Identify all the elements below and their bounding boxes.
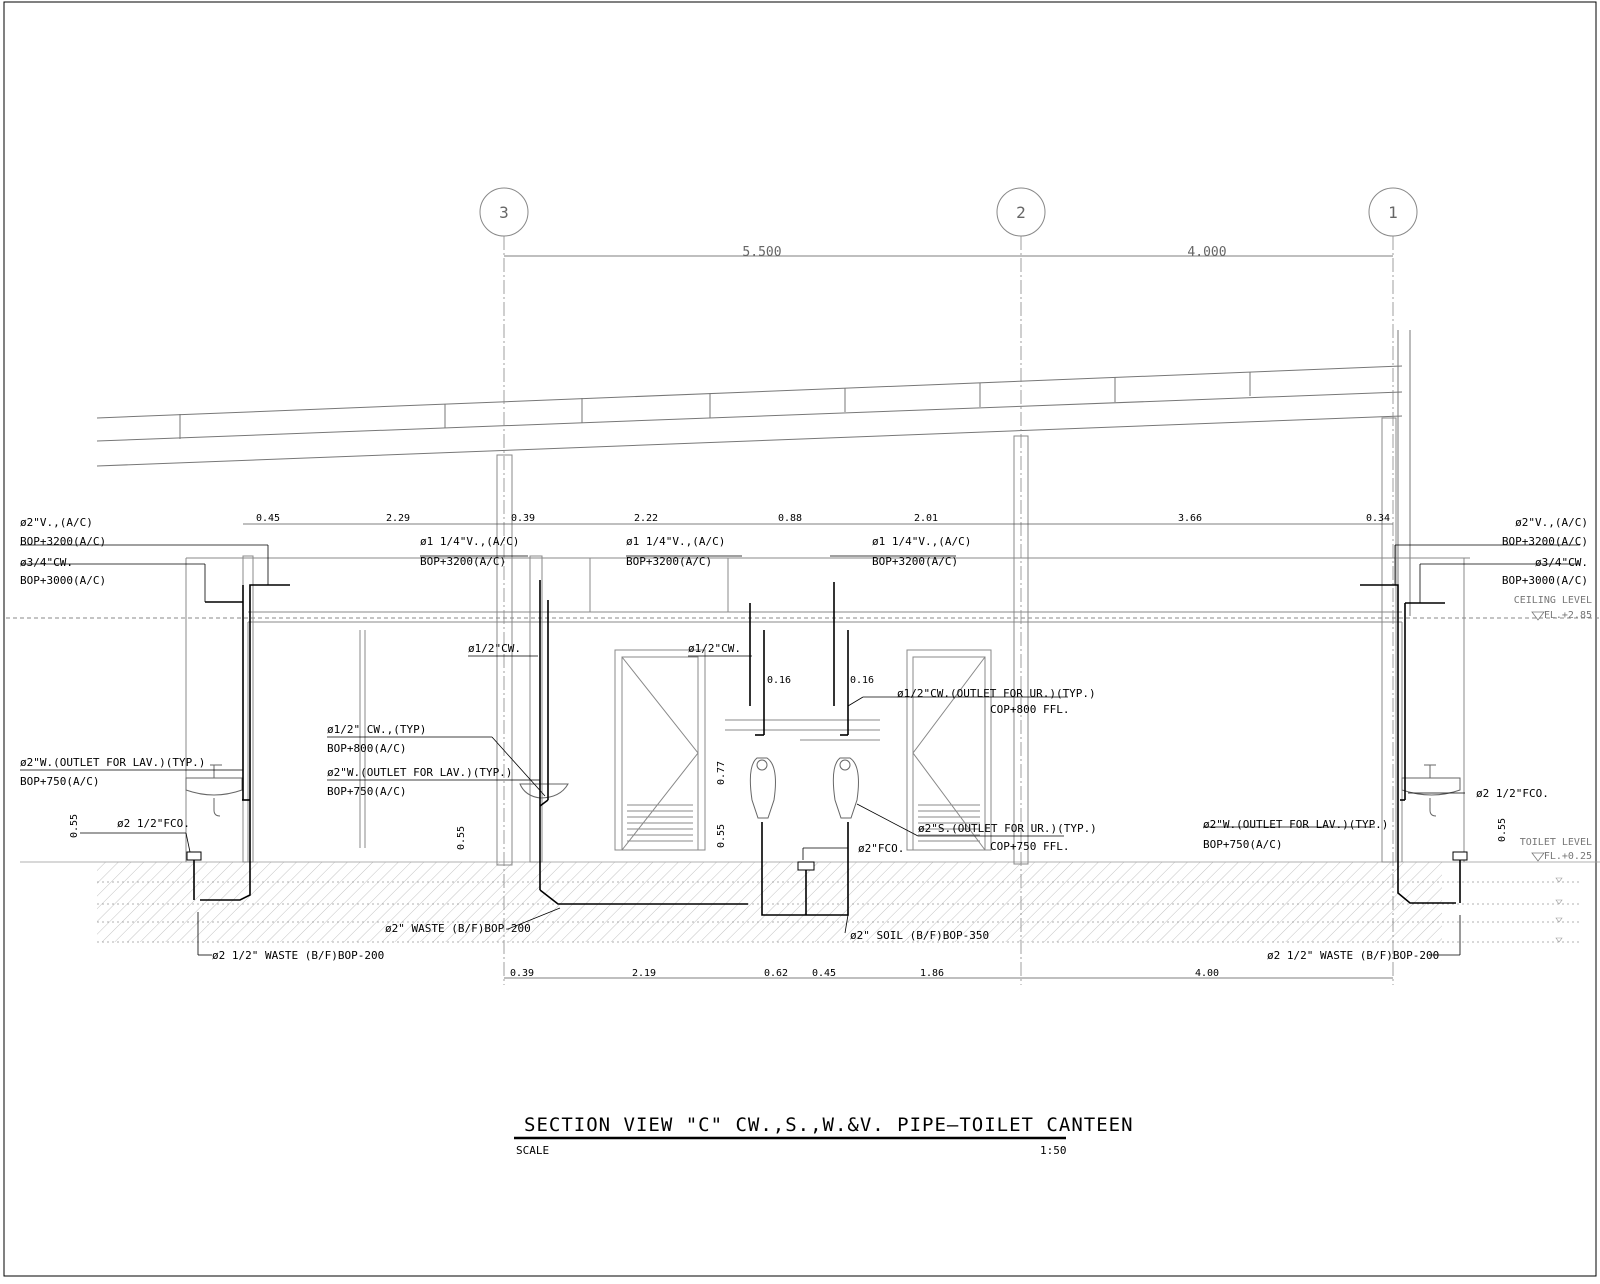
- lbl-cw2: ø1/2"CW.: [688, 642, 741, 655]
- top-dim: 0.88: [778, 513, 802, 524]
- lavatory-right: [1401, 764, 1461, 817]
- lbl-cw-typ-a: ø1/2" CW.,(TYP): [327, 723, 426, 736]
- grid-bubble-2: [996, 187, 1046, 237]
- lbl-lav-mid-b: BOP+750(A/C): [327, 785, 406, 798]
- lbl-fco-left: ø2 1/2"FCO.: [117, 817, 190, 830]
- lbl-waste-left: ø2 1/2" WASTE (B/F)BOP-200: [212, 949, 384, 962]
- toilet-level-marker: [1531, 852, 1545, 862]
- lbl-lav-left-b: BOP+750(A/C): [20, 775, 99, 788]
- grid-label-1: 1: [1388, 203, 1398, 222]
- top-dim: 2.01: [914, 513, 938, 524]
- door-right: [906, 649, 992, 851]
- grid-span-dim: 4.000: [1187, 245, 1226, 260]
- top-dim: 2.29: [386, 513, 410, 524]
- cleanouts: [186, 851, 1468, 871]
- grid-lines: [503, 236, 1394, 985]
- lbl-v1-a: ø1 1/4"V.,(A/C): [420, 535, 519, 548]
- lbl-left-vent-b: BOP+3200(A/C): [20, 535, 106, 548]
- lbl-ur-s-a: ø2"S.(OUTLET FOR UR.)(TYP.): [918, 822, 1097, 835]
- bottom-dim: 1.86: [920, 968, 944, 979]
- vertical-dim: 0.55: [716, 824, 727, 848]
- lbl-v3-a: ø1 1/4"V.,(A/C): [872, 535, 971, 548]
- sub-level-marker: [1555, 937, 1563, 943]
- grid-bubbles: 3 2 1: [479, 187, 1418, 237]
- dimension-texts: 5.500 4.000 0.45 2.29 0.39 2.22 0.88 2.01 3.66 0.…: [69, 245, 1508, 979]
- top-dim: 0.45: [256, 513, 280, 524]
- lbl-waste-mid: ø2" WASTE (B/F)BOP-200: [385, 922, 531, 935]
- pipe-network: [193, 580, 1461, 916]
- lbl-v3-b: BOP+3200(A/C): [872, 555, 958, 568]
- vertical-dim: 0.55: [456, 826, 467, 850]
- bottom-dim: 0.62: [764, 968, 788, 979]
- lbl-left-vent-a: ø2"V.,(A/C): [20, 516, 93, 529]
- lbl-cw1: ø1/2"CW.: [468, 642, 521, 655]
- lbl-right-vent-b: BOP+3200(A/C): [1502, 535, 1588, 548]
- dimension-lines: [243, 255, 1393, 979]
- top-dim: 0.39: [511, 513, 535, 524]
- urinal-right: [832, 757, 859, 819]
- ceiling-level-value: FL.+2.85: [1544, 610, 1592, 621]
- lbl-fco-mid: ø2"FCO.: [858, 842, 904, 855]
- leader-lines: [20, 544, 1580, 956]
- ceiling-level-marker: [1531, 611, 1545, 621]
- bottom-dim: 4.00: [1195, 968, 1219, 979]
- lbl-cw-typ-b: BOP+800(A/C): [327, 742, 406, 755]
- lbl-right-cw-a: ø3/4"CW.: [1535, 556, 1588, 569]
- lbl-v2-a: ø1 1/4"V.,(A/C): [626, 535, 725, 548]
- grid-span-dim: 5.500: [742, 245, 781, 260]
- columns: [242, 417, 1397, 866]
- grid-label-3: 3: [499, 203, 509, 222]
- scale-value: 1:50: [1040, 1144, 1067, 1157]
- ceiling-structure: [6, 557, 1600, 862]
- lbl-soil: ø2" SOIL (B/F)BOP-350: [850, 929, 989, 942]
- grid-label-2: 2: [1016, 203, 1026, 222]
- door-left: [614, 649, 706, 851]
- lbl-ur-s-b: COP+750 FFL.: [990, 840, 1069, 853]
- bottom-dim: 0.39: [510, 968, 534, 979]
- lbl-lav-right-b: BOP+750(A/C): [1203, 838, 1282, 851]
- ground-hatch: [97, 862, 1442, 942]
- lavatory-left: [185, 764, 243, 817]
- top-dim: 0.34: [1366, 513, 1390, 524]
- lbl-right-cw-b: BOP+3000(A/C): [1502, 574, 1588, 587]
- small-dim: 0.16: [850, 675, 874, 686]
- toilet-level-label: TOILET LEVEL: [1520, 837, 1592, 848]
- ceiling-level-label: CEILING LEVEL: [1514, 595, 1592, 606]
- vertical-dim: 0.77: [716, 761, 727, 785]
- top-dim: 2.22: [634, 513, 658, 524]
- lavatory-mid: [519, 783, 569, 799]
- lbl-left-cw-a: ø3/4"CW.: [20, 556, 73, 569]
- top-dim: 3.66: [1178, 513, 1202, 524]
- sheet-border: [3, 1, 1597, 1277]
- lbl-fco-right: ø2 1/2"FCO.: [1476, 787, 1549, 800]
- bottom-dim: 2.19: [632, 968, 656, 979]
- lbl-ur-cw-a: ø1/2"CW.(OUTLET FOR UR.)(TYP.): [897, 687, 1096, 700]
- lbl-lav-left-a: ø2"W.(OUTLET FOR LAV.)(TYP.): [20, 756, 205, 769]
- grid-bubble-3: [479, 187, 529, 237]
- vertical-dim: 0.55: [69, 814, 80, 838]
- roof-structure: [96, 330, 1411, 616]
- lbl-left-cw-b: BOP+3000(A/C): [20, 574, 106, 587]
- vertical-dim: 0.55: [1497, 818, 1508, 842]
- sub-level-marker: [1555, 917, 1563, 923]
- sub-level-marker: [1555, 899, 1563, 905]
- lbl-right-vent-a: ø2"V.,(A/C): [1515, 516, 1588, 529]
- lbl-v1-b: BOP+3200(A/C): [420, 555, 506, 568]
- urinal-left: [749, 757, 776, 819]
- lbl-ur-cw-b: COP+800 FFL.: [990, 703, 1069, 716]
- lbl-v2-b: BOP+3200(A/C): [626, 555, 712, 568]
- sub-level-marker: [1555, 877, 1563, 883]
- small-dim: 0.16: [767, 675, 791, 686]
- drawing-title: SECTION VIEW "C" CW.,S.,W.&V. PIPE–TOILE…: [524, 1114, 1134, 1136]
- bottom-dim: 0.45: [812, 968, 836, 979]
- lbl-waste-right: ø2 1/2" WASTE (B/F)BOP-200: [1267, 949, 1439, 962]
- lbl-lav-right-a: ø2"W.(OUTLET FOR LAV.)(TYP.): [1203, 818, 1388, 831]
- grid-bubble-1: [1368, 187, 1418, 237]
- lbl-lav-mid-a: ø2"W.(OUTLET FOR LAV.)(TYP.): [327, 766, 512, 779]
- scale-label: SCALE: [516, 1144, 549, 1157]
- toilet-level-value: FL.+0.25: [1544, 851, 1592, 862]
